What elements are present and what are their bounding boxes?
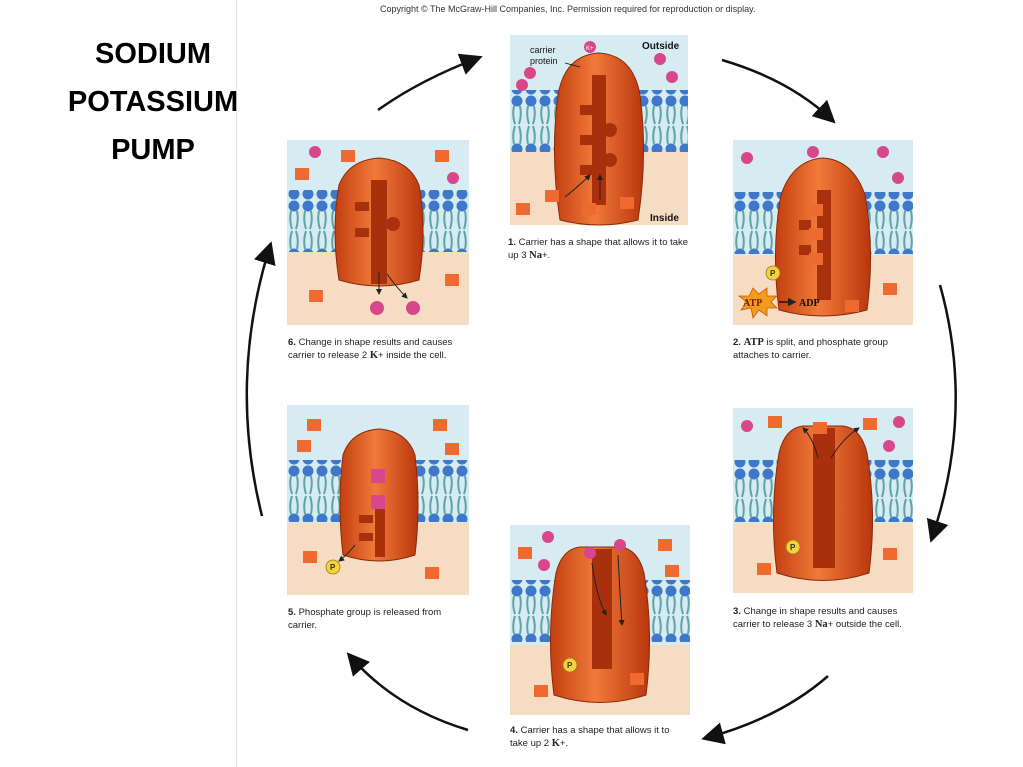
k-ion (370, 301, 384, 315)
panel-step-6 (287, 140, 469, 325)
svg-text:K+: K+ (586, 46, 594, 52)
adp-label: ADP (799, 298, 820, 309)
na-ion (425, 567, 439, 579)
k-ion (741, 152, 753, 164)
na-ion (309, 290, 323, 302)
carrier-protein-label: carrier (530, 45, 556, 55)
na-ion (813, 422, 827, 434)
step-2-caption: 2. ATP is split, and phosphate group att… (733, 337, 888, 361)
na-ion (341, 150, 355, 162)
slide-divider (236, 0, 237, 767)
step-6-caption: 6. Change in shape results and causes ca… (288, 337, 453, 361)
k-ion (542, 531, 554, 543)
k-ion (893, 416, 905, 428)
step-5-caption: 5. Phosphate group is released from carr… (288, 607, 442, 631)
k-ion (741, 420, 753, 432)
na-ion (445, 443, 459, 455)
k-ion (371, 495, 385, 509)
svg-text:P: P (330, 563, 336, 572)
na-ion (445, 274, 459, 286)
na-ion (435, 150, 449, 162)
slide-title: SODIUM POTASSIUM PUMP (40, 30, 266, 174)
panel-step-1: carrier protein Outside Inside K+ (510, 35, 688, 226)
cycle-arrow-6-to-1 (377, 53, 483, 112)
na-ion (768, 416, 782, 428)
na-ion (297, 440, 311, 452)
k-ion (877, 146, 889, 158)
phosphate-group: P (562, 657, 578, 673)
na-ion (518, 547, 532, 559)
step-3-caption: 3. Change in shape results and causes ca… (733, 606, 902, 630)
na-ion (809, 204, 823, 216)
title-line-2: POTASSIUM (67, 86, 239, 118)
panel-step-4: P (510, 525, 690, 715)
panel-step-2: P ATP ADP (733, 140, 913, 325)
k-ion (538, 559, 550, 571)
outside-label: Outside (642, 41, 680, 52)
carrier-protein-label-2: protein (530, 56, 558, 66)
phosphate-group: P (765, 265, 781, 281)
title-line-1: SODIUM (95, 38, 211, 70)
na-ion (809, 228, 823, 240)
svg-text:P: P (770, 269, 776, 278)
na-ion (534, 685, 548, 697)
na-ion (658, 539, 672, 551)
na-ion (665, 565, 679, 577)
na-ion (757, 563, 771, 575)
phosphate-group: P (325, 559, 341, 575)
svg-text:P: P (790, 543, 796, 552)
na-ion (582, 203, 596, 215)
na-ion (620, 197, 634, 209)
na-ion (295, 168, 309, 180)
cycle-arrow-4-to-5 (346, 652, 469, 732)
na-ion (630, 673, 644, 685)
k-ion (309, 146, 321, 158)
k-ion (371, 469, 385, 483)
title-line-3: PUMP (111, 134, 195, 166)
na-ion (433, 419, 447, 431)
na-ion (545, 190, 559, 202)
cycle-arrow-1-to-2 (721, 58, 836, 124)
na-ion (307, 419, 321, 431)
k-ion (614, 539, 626, 551)
step-1-caption: 1. Carrier has a shape that allows it to… (508, 237, 689, 261)
na-ion (516, 203, 530, 215)
na-ion (883, 283, 897, 295)
atp-burst: ATP (737, 287, 778, 319)
atp-label: ATP (743, 298, 762, 309)
cycle-arrows (245, 53, 957, 745)
phosphate-group: P (785, 539, 801, 555)
k-ion (883, 440, 895, 452)
na-ion (845, 300, 859, 312)
k-ion (807, 146, 819, 158)
na-ion (303, 551, 317, 563)
cycle-arrow-2-to-3 (926, 284, 957, 543)
na-ion (809, 253, 823, 265)
na-ion (883, 548, 897, 560)
cycle-arrow-5-to-6 (245, 241, 276, 517)
cycle-arrow-3-to-4 (701, 675, 829, 745)
k-ion (406, 301, 420, 315)
k-ion (516, 79, 528, 91)
panel-step-3: P (733, 408, 913, 593)
svg-text:P: P (567, 661, 573, 670)
copyright-notice: Copyright © The McGraw-Hill Companies, I… (380, 4, 756, 14)
k-ion (666, 71, 678, 83)
panel-step-5: P (287, 405, 469, 595)
step-4-caption: 4. Carrier has a shape that allows it to… (510, 725, 670, 749)
k-ion (447, 172, 459, 184)
na-ion (863, 418, 877, 430)
k-ion: K+ (584, 41, 596, 53)
k-ion (892, 172, 904, 184)
k-ion (584, 547, 596, 559)
inside-label: Inside (650, 213, 679, 224)
k-ion (524, 67, 536, 79)
k-ion (654, 53, 666, 65)
